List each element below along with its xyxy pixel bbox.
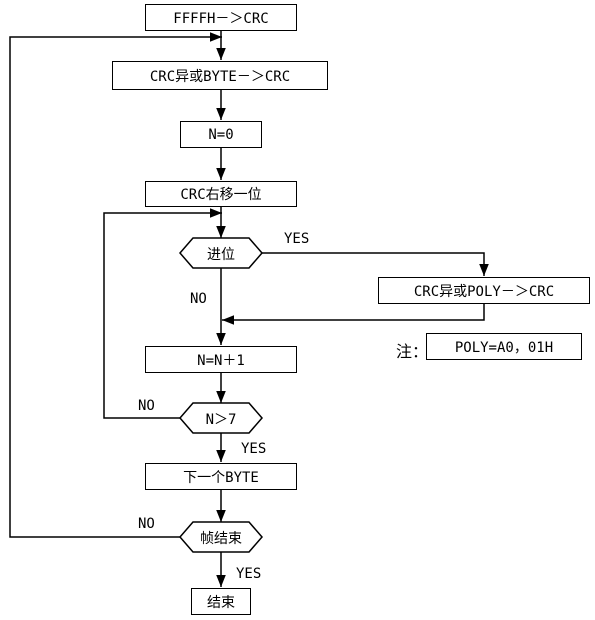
carry-no-label: NO — [190, 291, 207, 307]
xor-poly-box: CRC异或POLY－＞CRC — [378, 277, 590, 304]
carry-yes-label: YES — [284, 231, 310, 247]
arrow-poly-return — [222, 304, 485, 325]
n-zero-box: N=0 — [180, 121, 262, 148]
carry-decision-label: 进位 — [207, 247, 235, 263]
shift-right-box: CRC右移一位 — [145, 181, 297, 207]
note-poly-box: POLY=A0，01H — [426, 333, 582, 360]
arrow-carry-yes — [262, 252, 489, 276]
ngt7-decision-label: N＞7 — [205, 412, 237, 428]
ngt7-no-label: NO — [138, 398, 155, 414]
frame-no-label: NO — [138, 516, 155, 532]
arrow-frame-no-loop — [9, 32, 222, 538]
ngt7-yes-label: YES — [241, 441, 267, 457]
xor-byte-box: CRC异或BYTE－＞CRC — [112, 61, 328, 90]
frame-yes-label: YES — [236, 566, 262, 582]
note-prefix: 注： — [396, 342, 429, 361]
next-byte-box: 下一个BYTE — [145, 463, 297, 490]
ngt7-decision-shape — [179, 402, 263, 434]
carry-decision-shape — [179, 237, 263, 269]
frame-end-decision-label: 帧结束 — [200, 531, 242, 547]
end-box: 结束 — [191, 588, 251, 615]
frame-end-decision-shape — [179, 521, 263, 553]
n-increment-box: N=N＋1 — [145, 346, 297, 373]
arrow-ngt7-no-loop — [103, 208, 222, 419]
init-crc-box: FFFFH－＞CRC — [145, 4, 297, 31]
